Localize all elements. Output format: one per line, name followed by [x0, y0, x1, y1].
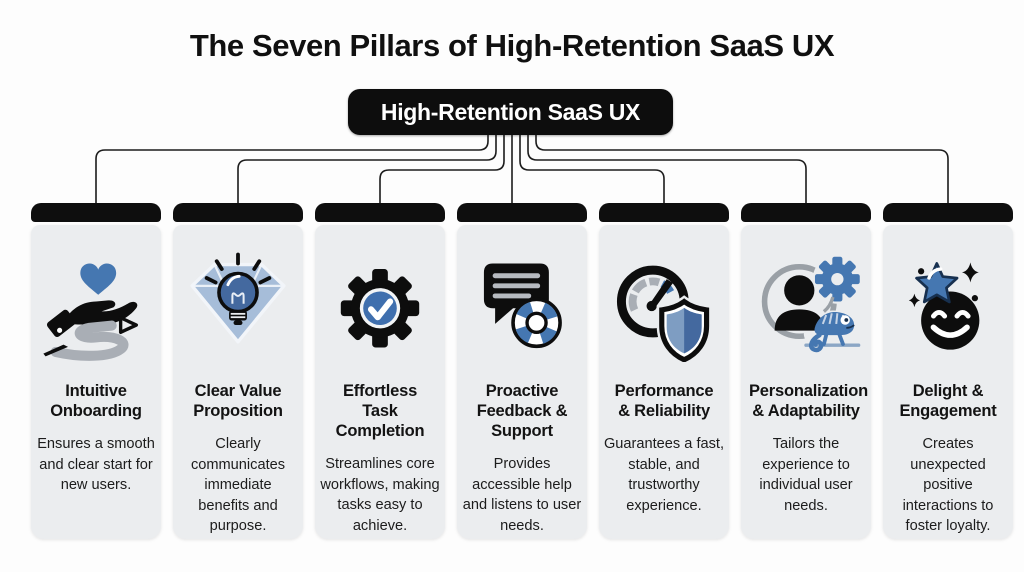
chat-lifebuoy-icon	[466, 233, 578, 379]
card-top-bar	[31, 203, 161, 222]
connector-pillar-7	[535, 135, 949, 206]
connector-pillar-6	[527, 135, 807, 206]
pillar-description: Clearly communicates immediate benefits …	[190, 436, 286, 534]
pillar-description: Streamlines core workflows, making tasks…	[320, 456, 440, 534]
card-top-bar	[599, 203, 729, 222]
pillar-description: Ensures a smooth and clear start for new…	[37, 436, 155, 494]
pillar-title: Clear Value Proposition	[193, 382, 283, 421]
pillar-card-personalization-adaptability: Personalization & Adaptability Tailors t…	[741, 203, 871, 542]
pillar-description: Creates unexpected positive interactions…	[902, 436, 994, 534]
pillar-description: Tailors the experience to individual use…	[759, 436, 853, 514]
pillar-title: Proactive Feedback & Support	[476, 382, 568, 441]
card-top-bar	[883, 203, 1013, 222]
pillar-card-effortless-task-completion: Effortless Task Completion Streamlines c…	[315, 203, 445, 542]
pillar-title: Intuitive Onboarding	[50, 382, 142, 421]
smiley-star-icon	[892, 233, 1004, 379]
pillar-card-intuitive-onboarding: Intuitive Onboarding Ensures a smooth an…	[31, 203, 161, 542]
pillar-title: Effortless Task Completion	[335, 382, 425, 441]
connector-pillar-2	[237, 135, 497, 206]
pillar-title: Personalization & Adaptability	[749, 382, 868, 421]
pillar-card-proactive-feedback-support: Proactive Feedback & Support Provides ac…	[457, 203, 587, 542]
pillar-title: Performance & Reliability	[614, 382, 714, 421]
connector-pillar-5	[519, 135, 665, 206]
root-node-label: High-Retention SaaS UX	[380, 98, 641, 125]
pillar-title: Delight & Engagement	[899, 382, 997, 421]
hand-heart-path-icon	[40, 233, 152, 379]
root-node: High-Retention SaaS UX	[348, 89, 673, 135]
connector-pillar-3	[379, 135, 505, 206]
page-title: The Seven Pillars of High-Retention SaaS…	[189, 28, 835, 63]
card-top-bar	[741, 203, 871, 222]
connector-pillar-1	[95, 135, 489, 206]
pillar-card-clear-value-proposition: Clear Value Proposition Clearly communic…	[173, 203, 303, 542]
card-top-bar	[173, 203, 303, 222]
pillar-card-delight-engagement: Delight & Engagement Creates unexpected …	[883, 203, 1013, 542]
gear-checkmark-icon	[324, 233, 436, 379]
card-top-bar	[457, 203, 587, 222]
person-gear-chameleon-icon	[750, 233, 862, 379]
card-top-bar	[315, 203, 445, 222]
pillar-description: Provides accessible help and listens to …	[462, 456, 582, 534]
pillar-card-performance-reliability: Performance & Reliability Guarantees a f…	[599, 203, 729, 542]
pillar-description: Guarantees a fast, stable, and trustwort…	[603, 436, 725, 514]
diamond-lightbulb-icon	[182, 233, 294, 379]
speedometer-shield-icon	[608, 233, 720, 379]
